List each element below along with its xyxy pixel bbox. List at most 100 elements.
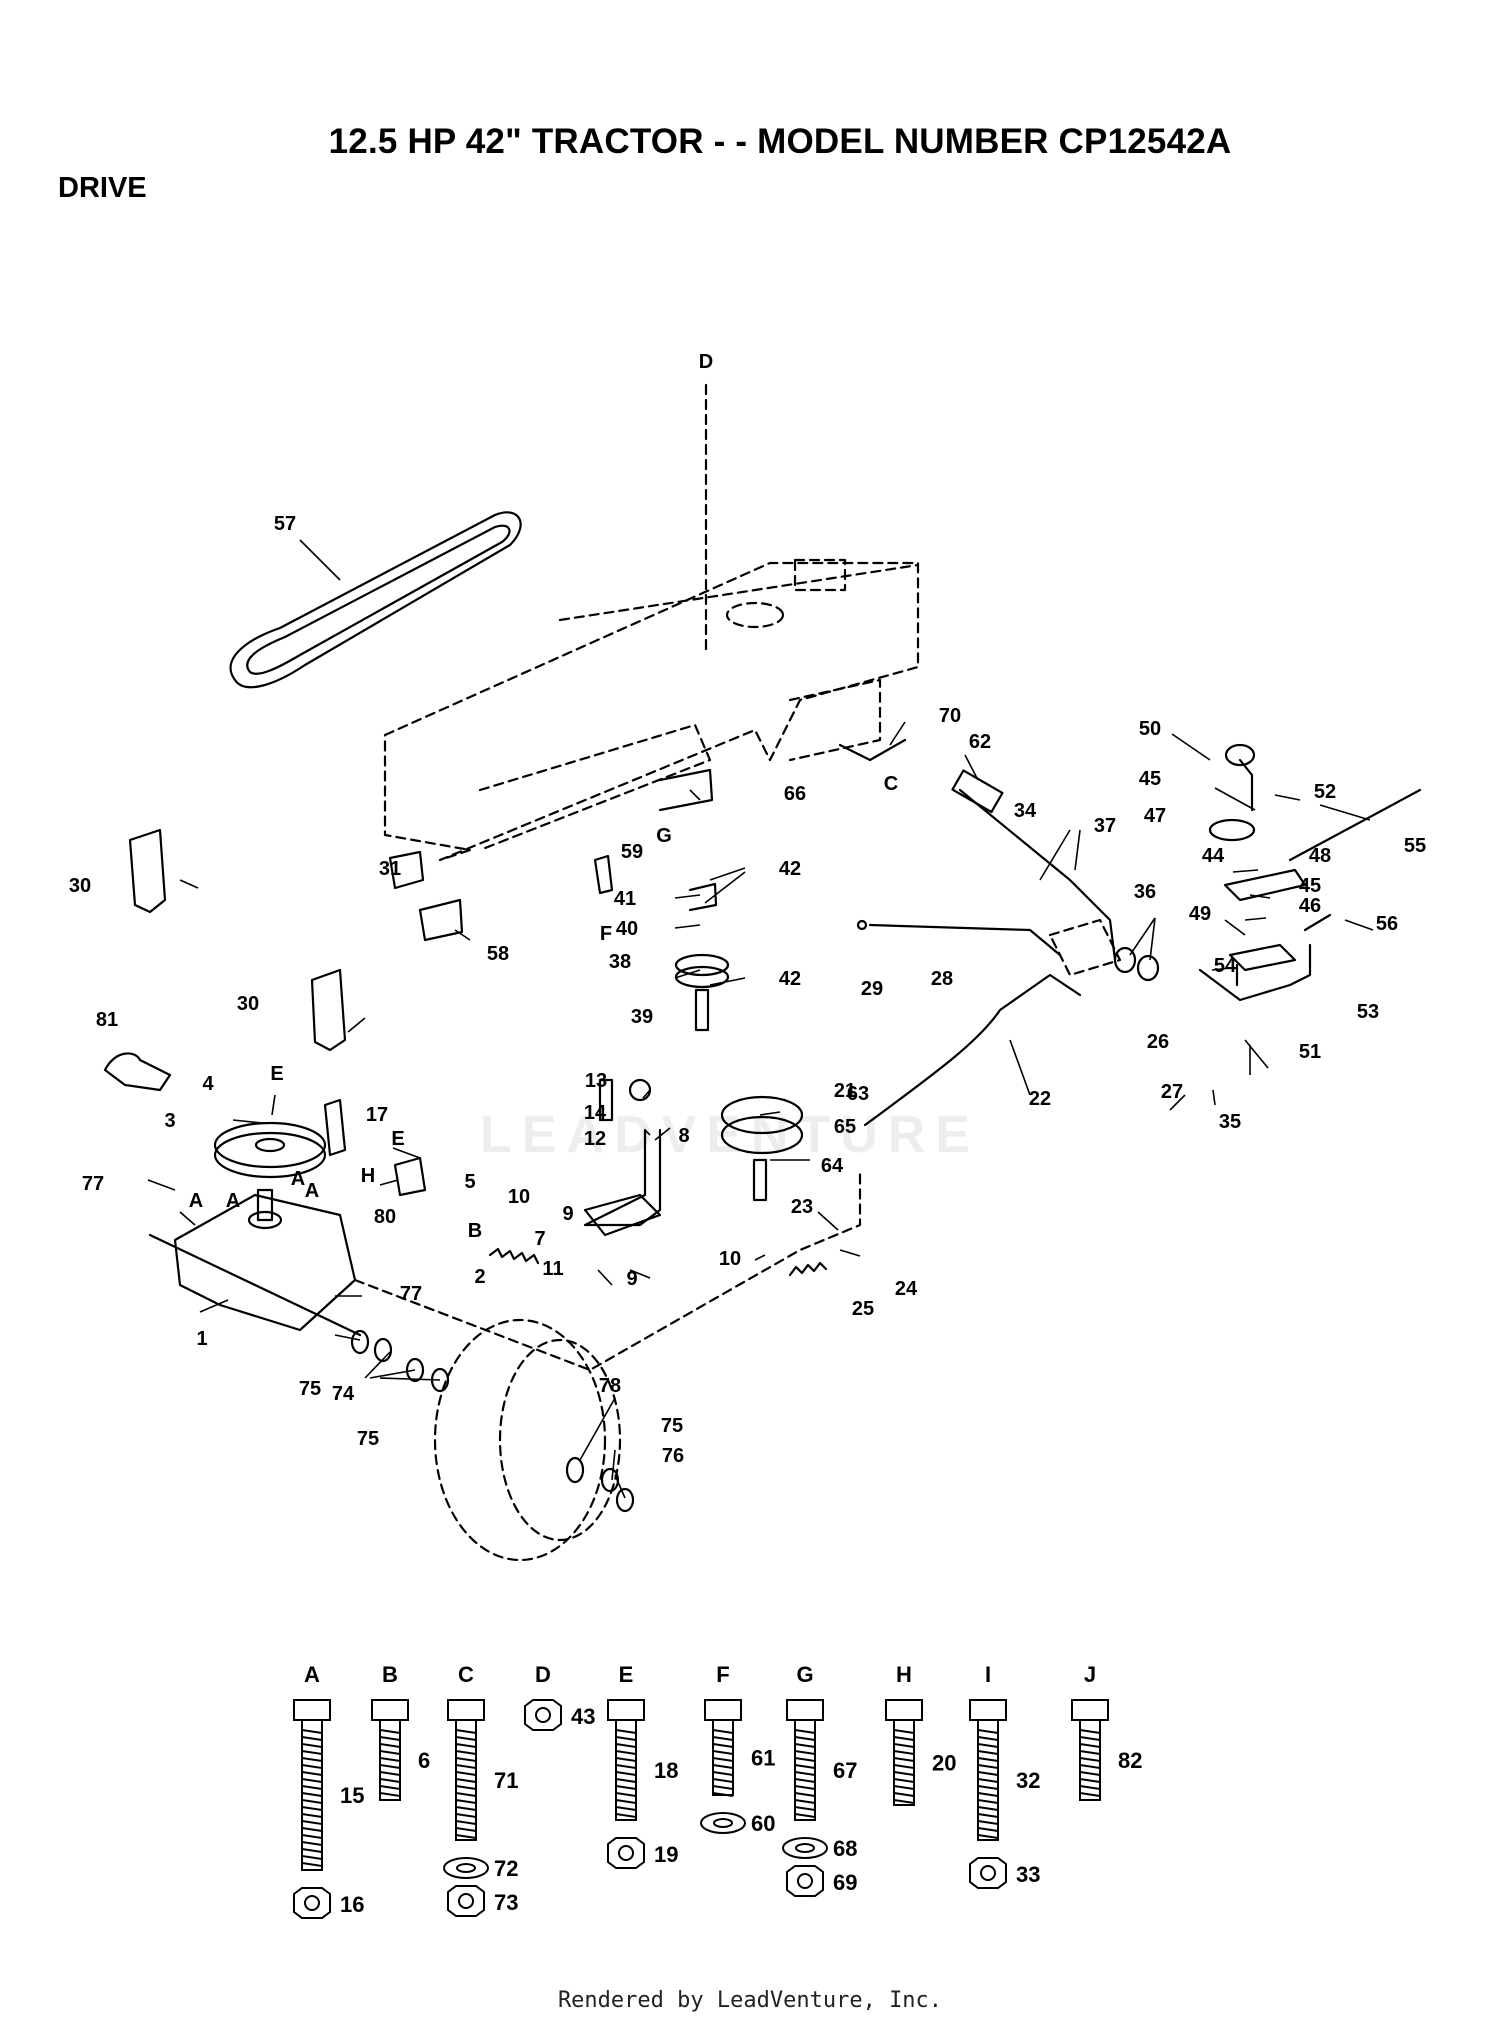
- callout-c7: 7: [534, 1228, 545, 1250]
- leader-line-21: [1224, 919, 1246, 936]
- nut-33: [969, 1857, 1007, 1889]
- bolt-thread-20: [893, 1750, 915, 1755]
- callout-c34: 34: [1014, 800, 1037, 822]
- bolt-thread-18: [615, 1778, 637, 1783]
- bolt-thread-61: [712, 1736, 734, 1741]
- leader-line-47: [369, 1369, 416, 1379]
- bolt-thread-61: [712, 1792, 734, 1797]
- link-59: [593, 854, 614, 895]
- bolt-thread-67: [794, 1806, 816, 1811]
- leader-line-26: [1211, 967, 1231, 971]
- bolt-thread-67: [794, 1792, 816, 1797]
- hardware-letter-F: F: [716, 1662, 729, 1687]
- leader-line-42: [1169, 1094, 1186, 1111]
- leader-line-32: [271, 1094, 276, 1116]
- leader-line-57: [754, 1254, 766, 1261]
- pulley-3-bottom: [213, 1131, 327, 1179]
- bolt-thread-71: [455, 1736, 477, 1741]
- bolt-thread-18: [615, 1743, 637, 1748]
- callout-c38: 38: [609, 951, 631, 973]
- bolt-thread-20: [893, 1792, 915, 1797]
- belt-outer: [229, 511, 522, 689]
- bolt-thread-15: [301, 1729, 323, 1734]
- bolt-thread-15: [301, 1750, 323, 1755]
- bolt-thread-71: [455, 1785, 477, 1790]
- leader-line-11: [1319, 804, 1371, 821]
- bolt-thread-15: [301, 1862, 323, 1867]
- bolt-thread-15: [301, 1841, 323, 1846]
- bolt-head-32: [969, 1699, 1007, 1721]
- leader-line-13: [709, 867, 746, 881]
- leader-line-30: [642, 1089, 651, 1099]
- callout-cG: G: [656, 825, 672, 847]
- callout-c49: 49: [1189, 903, 1211, 925]
- washer-72: [443, 1857, 489, 1879]
- leader-line-14: [704, 871, 746, 904]
- footer-credit: Rendered by LeadVenture, Inc.: [557, 1988, 943, 2013]
- bolt-thread-82: [1079, 1764, 1101, 1769]
- bolt-thread-15: [301, 1792, 323, 1797]
- plate-48: [1223, 868, 1307, 902]
- callout-c46: 46: [1299, 895, 1321, 917]
- callout-c28: 28: [931, 968, 953, 990]
- callout-c31: 31: [379, 858, 401, 880]
- callout-c76: 76: [662, 1445, 684, 1467]
- wheel-78-outer: [433, 1318, 607, 1562]
- callout-c41: 41: [614, 888, 636, 910]
- nut-73: [447, 1885, 485, 1917]
- bolt-thread-15: [301, 1848, 323, 1853]
- washer-2: [373, 1337, 393, 1363]
- bolt-thread-61: [712, 1743, 734, 1748]
- callout-c17: 17: [366, 1104, 388, 1126]
- bolt-thread-15: [301, 1834, 323, 1839]
- callout-c57: 57: [274, 513, 296, 535]
- bracket-7: [583, 1193, 662, 1237]
- hardware-letter-I: I: [985, 1662, 991, 1687]
- knob-21: [628, 1078, 652, 1102]
- pin-29: [856, 919, 868, 931]
- bolt-thread-67: [794, 1743, 816, 1748]
- bolt-thread-18: [615, 1792, 637, 1797]
- leader-line-24: [674, 969, 701, 979]
- bolt-thread-71: [455, 1806, 477, 1811]
- washer-6: [615, 1487, 635, 1513]
- leader-line-43: [1212, 1089, 1216, 1106]
- hardware-part-18: 18: [654, 1758, 678, 1783]
- bolt-thread-67: [794, 1757, 816, 1762]
- pulley-3-hub: [254, 1137, 286, 1153]
- bolt-thread-20: [893, 1771, 915, 1776]
- leader-line-39: [179, 1211, 196, 1226]
- bolt-thread-67: [794, 1764, 816, 1769]
- bolt-thread-67: [794, 1771, 816, 1776]
- bolt-shank-20: [893, 1719, 915, 1806]
- callout-c55: 55: [1404, 835, 1426, 857]
- callout-c3: 3: [164, 1110, 175, 1132]
- bolt-thread-32: [977, 1806, 999, 1811]
- nut-43: [524, 1699, 562, 1731]
- callout-c52: 52: [1314, 781, 1336, 803]
- bolt-thread-32: [977, 1771, 999, 1776]
- page-title: 12.5 HP 42" TRACTOR - - MODEL NUMBER CP1…: [328, 122, 1232, 161]
- bracket-30b: [310, 968, 347, 1052]
- leader-line-36: [654, 1127, 671, 1141]
- hardware-letter-H: H: [896, 1662, 912, 1687]
- washer-3: [405, 1357, 425, 1383]
- bolt-thread-32: [977, 1792, 999, 1797]
- washer-hole-72: [456, 1863, 476, 1873]
- callout-c70: 70: [939, 705, 961, 727]
- bolt-thread-67: [794, 1785, 816, 1790]
- bolt-thread-32: [977, 1813, 999, 1818]
- bolt-thread-71: [455, 1764, 477, 1769]
- bolt-thread-15: [301, 1813, 323, 1818]
- bolt-thread-32: [977, 1799, 999, 1804]
- bolt-thread-6: [379, 1750, 401, 1755]
- bolt-thread-15: [301, 1827, 323, 1832]
- bolt-thread-18: [615, 1736, 637, 1741]
- bolt-thread-15: [301, 1820, 323, 1825]
- leader-line-45: [334, 1334, 361, 1341]
- callout-c51: 51: [1299, 1041, 1321, 1063]
- callout-c23: 23: [791, 1196, 813, 1218]
- hardware-part-68: 68: [833, 1836, 857, 1861]
- bolt-thread-15: [301, 1743, 323, 1748]
- washer-hole-60: [713, 1818, 733, 1828]
